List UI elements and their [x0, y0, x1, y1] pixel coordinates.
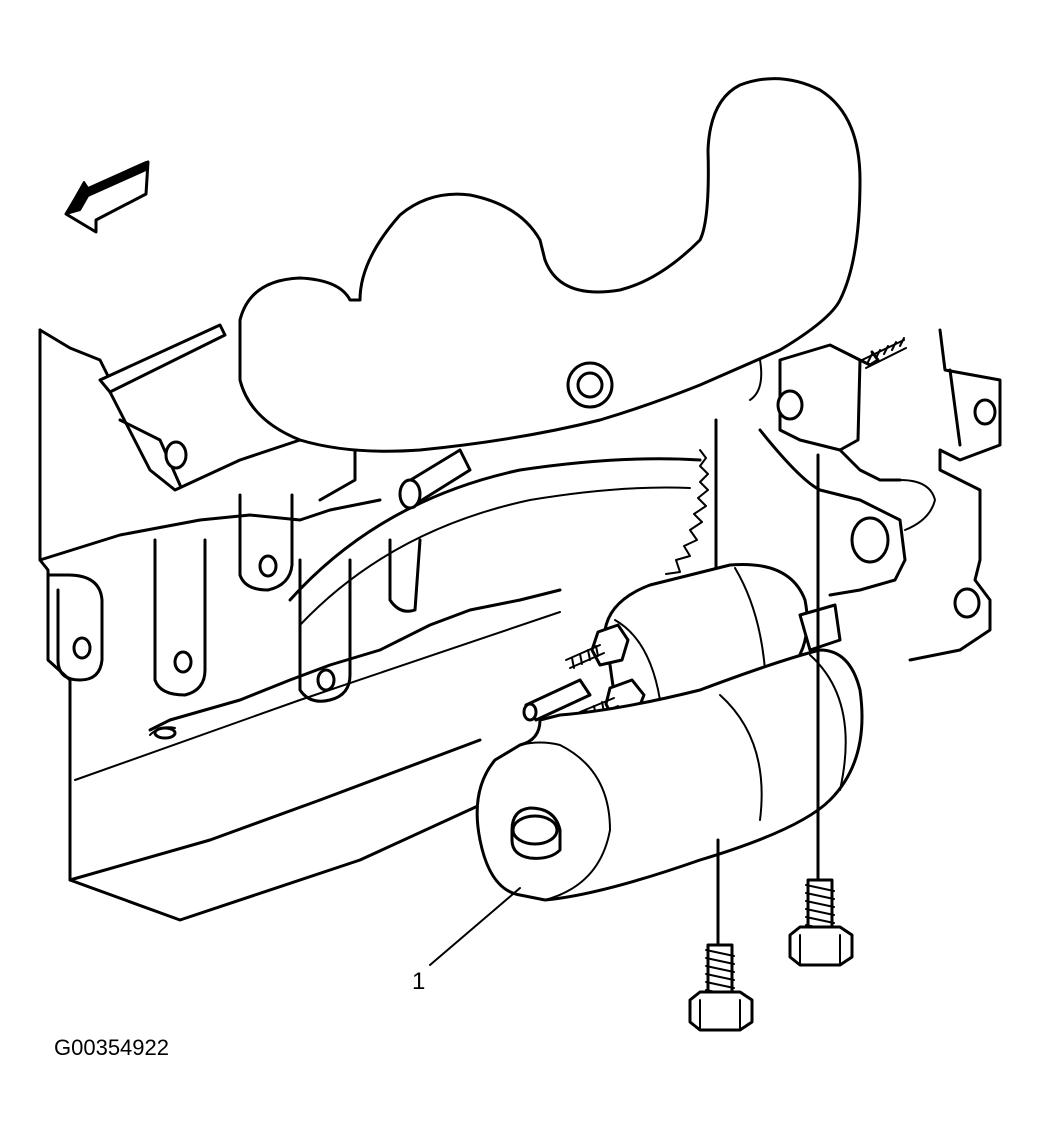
starter-bolt-left	[688, 838, 754, 1032]
engine-block	[38, 323, 718, 922]
callout-1-label: 1	[412, 968, 426, 995]
starter-motor	[475, 562, 864, 902]
exhaust-manifold	[238, 77, 862, 453]
figure-id: G00354922	[54, 1035, 169, 1060]
front-direction-arrow-icon	[64, 160, 150, 234]
bracket	[758, 328, 1002, 662]
callout-1-leader	[429, 887, 521, 966]
starter-bolt-right	[788, 453, 854, 967]
